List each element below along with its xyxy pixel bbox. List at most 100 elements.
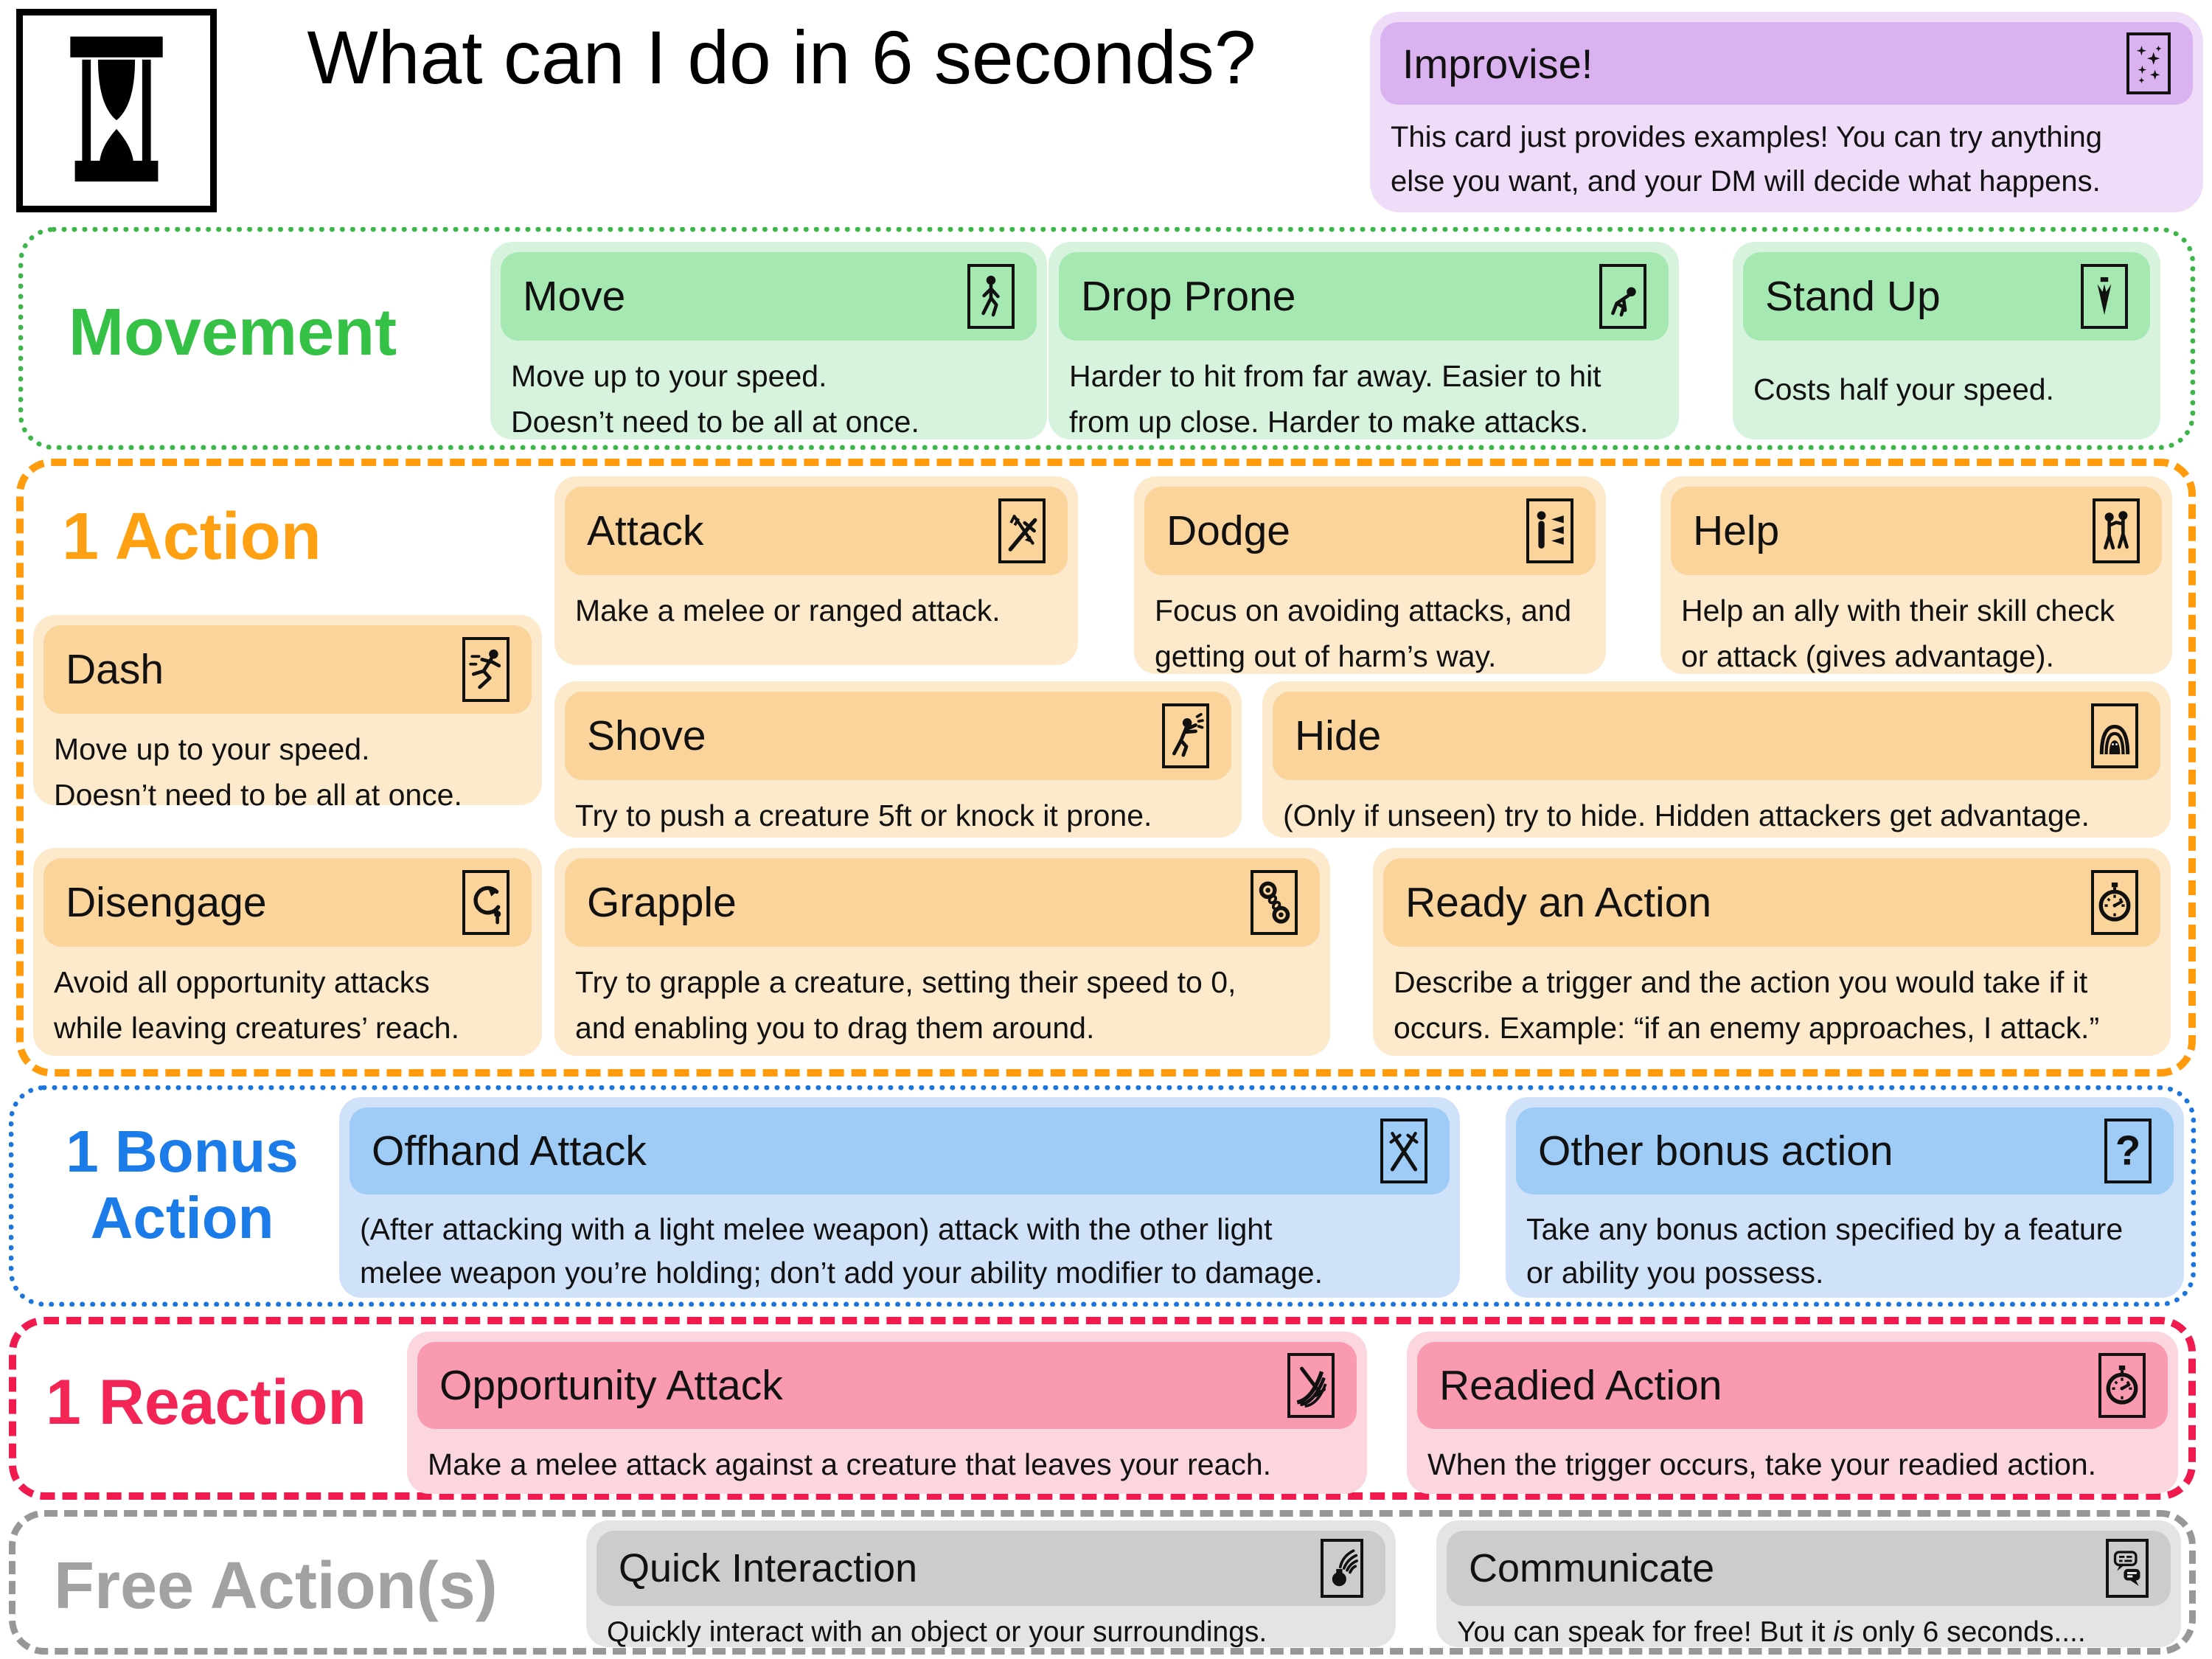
drop-prone-icon xyxy=(1599,264,1646,329)
card-dodge-header: Dodge xyxy=(1144,487,1596,575)
card-other-bonus-action-body: Take any bonus action specified by a fea… xyxy=(1526,1212,2124,1290)
card-opportunity-attack: Opportunity Attack Make a melee attack a… xyxy=(407,1332,1367,1494)
card-stand-up-header: Stand Up xyxy=(1743,252,2150,341)
card-dodge: Dodge Focus on avoiding attacks, and get… xyxy=(1134,476,1606,674)
sword-slash-icon xyxy=(1287,1353,1335,1418)
card-hide: Hide (Only if unseen) try to hide. Hidde… xyxy=(1262,681,2171,838)
improvise-card: Improvise! This card just provides examp… xyxy=(1370,12,2203,212)
card-readied-action-header: Readied Action xyxy=(1417,1342,2168,1429)
card-drop-prone-header: Drop Prone xyxy=(1059,252,1669,341)
sprint-icon xyxy=(462,637,509,702)
card-help-title: Help xyxy=(1693,507,1780,554)
speech-bubbles-icon xyxy=(2106,1539,2149,1598)
communicate-body-italic: is xyxy=(1833,1616,1854,1648)
card-hide-title: Hide xyxy=(1295,712,1382,759)
card-dodge-body: Focus on avoiding attacks, and getting o… xyxy=(1155,594,1572,673)
section-label-bonus-action: 1 Bonus Action xyxy=(66,1119,299,1251)
improvise-title: Improvise! xyxy=(1402,40,1593,87)
section-movement: Movement Move Move up to your speed. Doe… xyxy=(18,227,2195,450)
section-label-reaction: 1 Reaction xyxy=(46,1367,366,1438)
card-shove-body: Try to push a creature 5ft or knock it p… xyxy=(575,799,1152,832)
crossed-daggers-icon xyxy=(1380,1119,1427,1183)
card-disengage-title: Disengage xyxy=(66,879,267,926)
stand-up-icon xyxy=(2081,264,2128,329)
card-disengage-header: Disengage xyxy=(44,858,532,947)
card-drop-prone-body: Harder to hit from far away. Easier to h… xyxy=(1069,359,1601,439)
card-attack-body: Make a melee or ranged attack. xyxy=(575,594,1001,627)
section-label-free-actions: Free Action(s) xyxy=(54,1549,498,1623)
card-communicate-header: Communicate xyxy=(1447,1531,2171,1606)
section-bonus-action: 1 Bonus Action Offhand Attack (After att… xyxy=(9,1085,2196,1307)
card-dash-body: Move up to your speed. Doesn’t need to b… xyxy=(54,732,462,812)
card-attack: Attack Make a melee or ranged attack. xyxy=(554,476,1078,665)
card-dash: Dash Move up to your speed. Doesn’t need… xyxy=(33,615,542,812)
card-disengage-body: Avoid all opportunity attacks while leav… xyxy=(54,965,459,1045)
improvise-body: This card just provides examples! You ca… xyxy=(1391,121,2102,198)
card-readied-action: Readied Action When the trigger occurs, … xyxy=(1407,1332,2178,1494)
card-communicate-body: You can speak for free! But it is only 6… xyxy=(1457,1613,2165,1652)
card-other-bonus-action: Other bonus action ? Take any bonus acti… xyxy=(1506,1097,2184,1298)
card-shove: Shove Try to push a creature 5ft or knoc… xyxy=(554,681,1242,838)
card-ready-an-action: Ready an Action Describe a trigger and t… xyxy=(1373,848,2171,1056)
sword-arrow-icon xyxy=(998,498,1046,563)
turn-away-icon xyxy=(462,870,509,935)
card-dash-title: Dash xyxy=(66,646,164,693)
card-other-bonus-action-header: Other bonus action ? xyxy=(1516,1107,2174,1194)
grab-hand-icon xyxy=(1321,1539,1363,1598)
hourglass-logo-box xyxy=(16,9,217,212)
card-opportunity-attack-header: Opportunity Attack xyxy=(417,1342,1357,1429)
card-grapple-body: Try to grapple a creature, setting their… xyxy=(575,965,1237,1045)
improvise-card-header: Improvise! xyxy=(1380,22,2193,105)
card-readied-action-body: When the trigger occurs, take your readi… xyxy=(1427,1447,2097,1481)
manacles-icon xyxy=(1251,870,1298,935)
card-communicate-title: Communicate xyxy=(1469,1546,1715,1590)
card-opportunity-attack-body: Make a melee attack against a creature t… xyxy=(428,1447,1272,1481)
communicate-body-pre: You can speak for free! But it xyxy=(1457,1616,1834,1648)
two-people-icon xyxy=(2093,498,2140,563)
hooded-figure-icon xyxy=(2091,703,2138,768)
card-attack-header: Attack xyxy=(565,487,1068,575)
svg-text:?: ? xyxy=(2115,1127,2140,1174)
card-disengage: Disengage Avoid all opportunity attacks … xyxy=(33,848,542,1056)
card-offhand-attack-body: (After attacking with a light melee weap… xyxy=(360,1212,1323,1290)
card-drop-prone-title: Drop Prone xyxy=(1081,273,1296,320)
stopwatch-icon xyxy=(2091,870,2138,935)
card-opportunity-attack-title: Opportunity Attack xyxy=(439,1362,783,1409)
card-other-bonus-action-title: Other bonus action xyxy=(1538,1127,1893,1175)
card-grapple-title: Grapple xyxy=(587,879,737,926)
card-stand-up-body: Costs half your speed. xyxy=(1753,372,2054,406)
card-move-header: Move xyxy=(501,252,1037,341)
card-drop-prone: Drop Prone Harder to hit from far away. … xyxy=(1048,242,1679,439)
push-icon xyxy=(1162,703,1209,768)
section-free-actions: Free Action(s) Quick Interaction Quickly… xyxy=(9,1510,2196,1655)
section-label-action: 1 Action xyxy=(62,500,321,574)
card-quick-interaction-title: Quick Interaction xyxy=(619,1546,918,1590)
card-offhand-attack-title: Offhand Attack xyxy=(372,1127,647,1175)
card-hide-header: Hide xyxy=(1273,692,2160,780)
card-stand-up: Stand Up Costs half your speed. xyxy=(1733,242,2160,439)
card-help-header: Help xyxy=(1671,487,2162,575)
card-shove-title: Shove xyxy=(587,712,706,759)
hourglass-icon xyxy=(46,22,187,199)
page-title: What can I do in 6 seconds? xyxy=(307,15,1256,100)
card-ready-an-action-body: Describe a trigger and the action you wo… xyxy=(1394,965,2100,1045)
section-action: 1 Action Attack Make a melee or ranged a… xyxy=(16,459,2196,1077)
card-shove-header: Shove xyxy=(565,692,1231,780)
stopwatch-icon xyxy=(2098,1353,2146,1418)
card-attack-title: Attack xyxy=(587,507,704,554)
card-help-body: Help an ally with their skill check or a… xyxy=(1681,594,2115,673)
card-grapple: Grapple Try to grapple a creature, setti… xyxy=(554,848,1330,1056)
sparkles-card-icon xyxy=(2126,32,2171,94)
card-help: Help Help an ally with their skill check… xyxy=(1660,476,2172,674)
card-grapple-header: Grapple xyxy=(565,858,1320,947)
card-dash-header: Dash xyxy=(44,625,532,714)
card-stand-up-title: Stand Up xyxy=(1765,273,1941,320)
card-dodge-title: Dodge xyxy=(1166,507,1290,554)
card-readied-action-title: Readied Action xyxy=(1439,1362,1722,1409)
card-move-body: Move up to your speed. Doesn’t need to b… xyxy=(511,359,919,439)
walk-icon xyxy=(967,264,1015,329)
card-offhand-attack: Offhand Attack (After attacking with a l… xyxy=(339,1097,1460,1298)
card-quick-interaction: Quick Interaction Quickly interact with … xyxy=(586,1520,1396,1648)
card-quick-interaction-body: Quickly interact with an object or your … xyxy=(607,1616,1267,1648)
card-ready-an-action-header: Ready an Action xyxy=(1383,858,2160,947)
